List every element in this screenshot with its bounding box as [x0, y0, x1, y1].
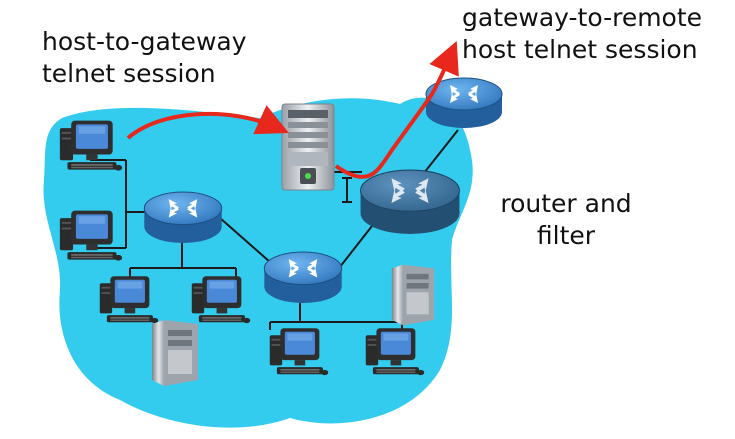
host-to-gateway-arrow	[126, 105, 289, 140]
network-area	[43, 97, 473, 428]
host-to-gateway-label: host-to-gateway telnet session	[42, 27, 247, 88]
gateway-to-remote-arrow	[334, 40, 459, 179]
filter-router-icon	[360, 169, 460, 235]
gateway-to-remote-label: gateway-to-remote host telnet session	[462, 3, 703, 64]
router-icon	[143, 191, 223, 244]
router-and-filter-label: router and filter	[500, 189, 632, 250]
server-tower-icon	[391, 264, 435, 326]
server-tower-icon	[152, 320, 198, 386]
router-icon	[263, 251, 343, 304]
gateway-server-icon	[281, 103, 335, 191]
